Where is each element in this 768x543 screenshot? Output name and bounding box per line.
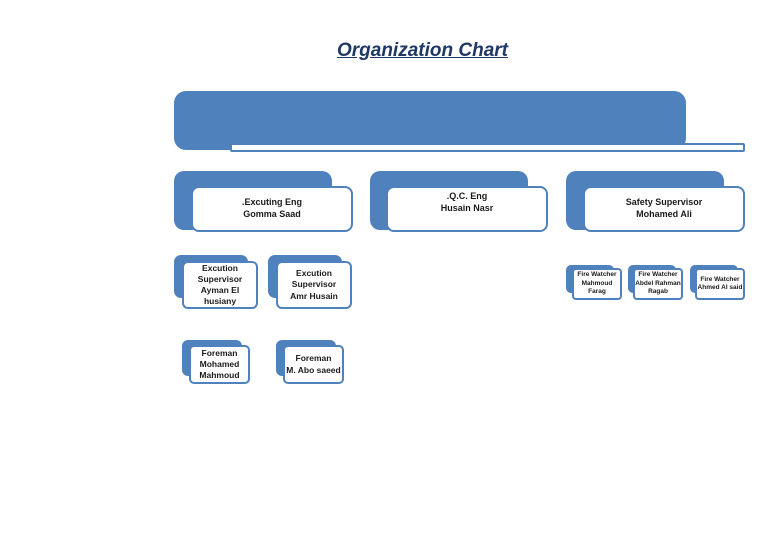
qc-eng-card: .Q.C. Eng Husain Nasr [386,186,548,232]
top-node-card [230,143,745,152]
fire-watcher-2-card: Fire Watcher Abdel Rahman Ragab [633,268,683,300]
foreman-2-card: Foreman M. Abo saeed [283,345,344,384]
fire-watcher-1-card: Fire Watcher Mahmoud Farag [572,268,622,300]
chart-title: Organization Chart [336,40,508,61]
foreman-1-card: Foreman Mohamed Mahmoud [189,345,250,384]
fire-watcher-3-card: Fire Watcher Ahmed Al said [695,268,745,300]
executing-eng-card: .Excuting Eng Gomma Saad [191,186,353,232]
execution-supervisor-1-card: Excution Supervisor Ayman El husiany [182,261,258,309]
safety-supervisor-card: Safety Supervisor Mohamed Ali [583,186,745,232]
execution-supervisor-2-card: Excution Supervisor Amr Husain [276,261,352,309]
